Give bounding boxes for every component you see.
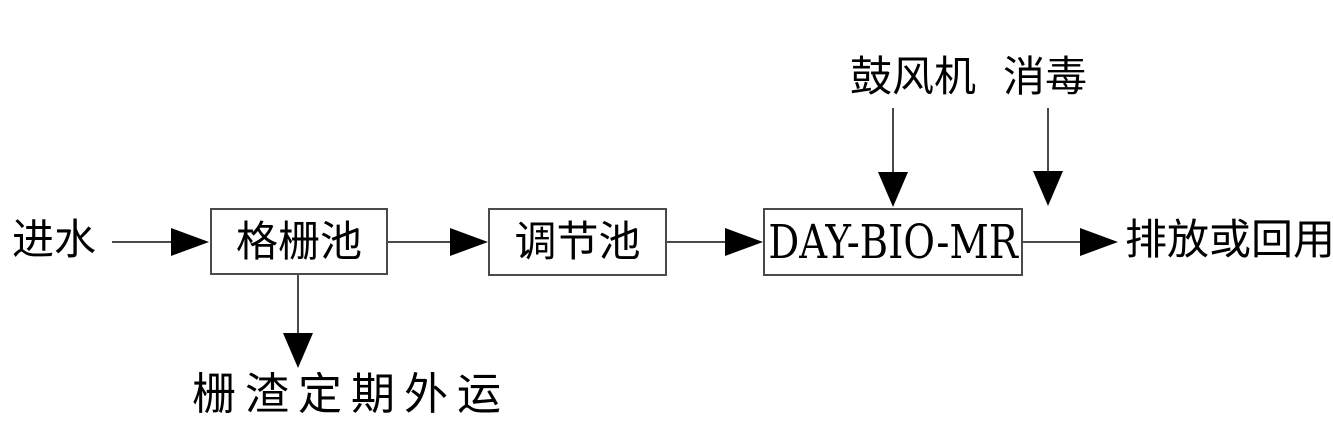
arrowhead-right-outlet-icon	[1080, 228, 1118, 256]
blower-line	[892, 108, 894, 173]
arrowhead-right-screen-icon	[450, 228, 488, 256]
bioreactor-label: DAY-BIO-MR	[768, 214, 1018, 270]
arrowhead-down-disinfection-icon	[1033, 171, 1063, 206]
disinfection-label: 消毒	[1003, 52, 1088, 101]
blower-label: 鼓风机	[850, 52, 977, 101]
disinfection-line	[1047, 108, 1049, 172]
outlet-label: 排放或回用	[1125, 215, 1333, 264]
inlet-label: 进水	[12, 215, 97, 264]
screen-residue-label: 栅渣定期外运	[192, 369, 510, 420]
screen-tank-label: 格栅池	[235, 216, 362, 266]
arrowhead-down-residue-icon	[283, 333, 313, 368]
process-box-regulation-tank: 调节池	[488, 208, 667, 276]
regulation-tank-label: 调节池	[514, 217, 641, 266]
arrowhead-down-blower-icon	[878, 172, 908, 207]
screen-residue-line	[297, 275, 299, 334]
flow-line-regulation-to-bioreactor	[667, 241, 727, 243]
arrowhead-right-inlet-icon	[171, 228, 209, 256]
flow-line-inlet-to-screen	[112, 241, 173, 243]
arrowhead-right-regulation-icon	[725, 228, 763, 256]
process-box-screen-tank: 格栅池	[210, 208, 388, 275]
process-box-bioreactor: DAY-BIO-MR	[763, 208, 1023, 276]
flow-line-bioreactor-to-outlet	[1023, 241, 1082, 243]
flow-line-screen-to-regulation	[388, 241, 452, 243]
